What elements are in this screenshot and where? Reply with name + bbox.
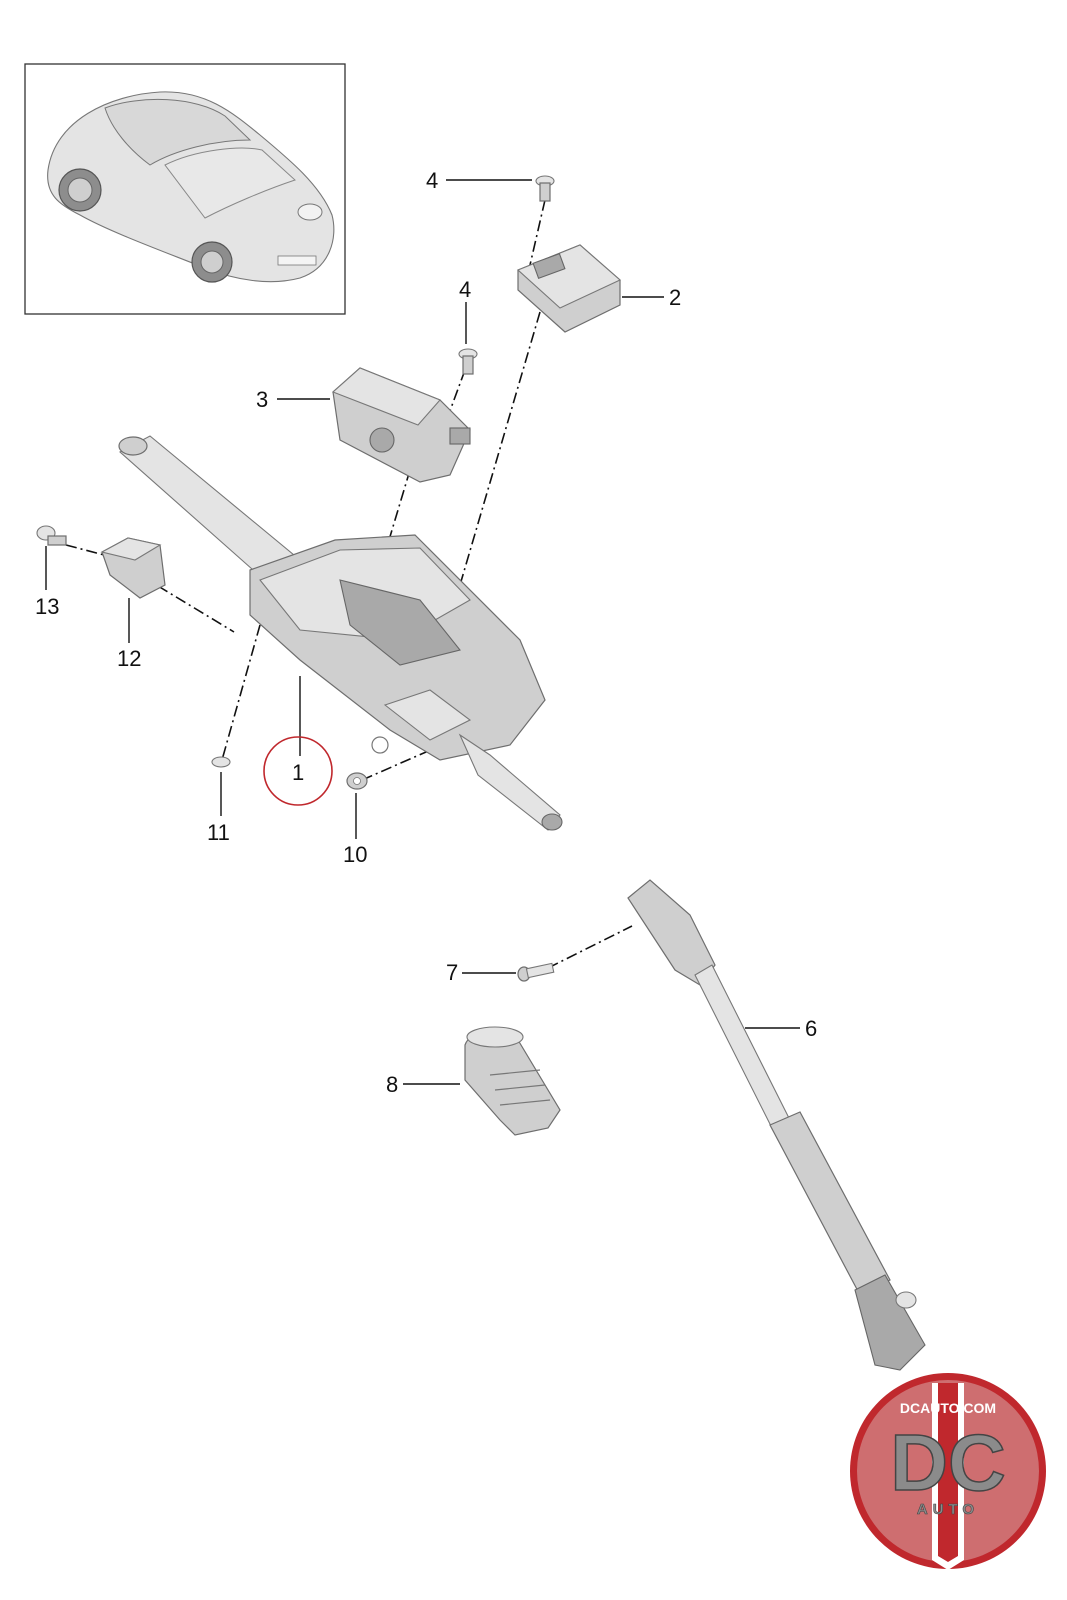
callout-6[interactable]: 6 xyxy=(805,1016,817,1041)
logo-top-text: DCAUTO.COM xyxy=(900,1400,996,1416)
boot-part-8 xyxy=(464,1026,561,1136)
callout-4-top[interactable]: 4 xyxy=(426,168,438,193)
screw-part-4-middle xyxy=(458,348,478,375)
highlight-circle-part-1 xyxy=(263,736,333,806)
callout-11[interactable]: 12 xyxy=(117,646,141,671)
callout-13[interactable]: 11 xyxy=(207,820,230,845)
control-unit-part-2 xyxy=(516,244,621,333)
callout-8[interactable]: 8 xyxy=(386,1072,398,1097)
intermediate-shaft-part-6 xyxy=(627,879,926,1371)
leader-lines xyxy=(45,179,800,1085)
logo-sub-text: AUTO xyxy=(917,1501,979,1518)
callout-labels[interactable]: 4 2 4 3 13 12 1 11 10 7 6 8 xyxy=(35,168,817,1097)
callout-2[interactable]: 2 xyxy=(669,285,681,310)
callout-12[interactable]: 13 xyxy=(35,594,59,619)
dcauto-logo: DCAUTO.COM DC AUTO xyxy=(850,1373,1046,1570)
bolt-part-12 xyxy=(36,525,67,546)
module-part-3 xyxy=(331,367,471,483)
bracket-part-11 xyxy=(100,537,166,599)
bolt-part-7 xyxy=(517,962,555,982)
callout-3[interactable]: 3 xyxy=(256,387,268,412)
callout-10[interactable]: 10 xyxy=(343,842,367,867)
steering-column-part-1 xyxy=(118,435,563,831)
callout-7[interactable]: 7 xyxy=(446,960,458,985)
logo-main-text: DC xyxy=(890,1418,1006,1507)
washer-part-13 xyxy=(211,756,231,768)
callout-1[interactable]: 1 xyxy=(292,760,304,785)
nut-part-10 xyxy=(346,772,368,790)
vehicle-thumbnail xyxy=(24,63,346,315)
callout-4-middle[interactable]: 4 xyxy=(459,277,471,302)
screw-part-4-top xyxy=(535,175,555,202)
